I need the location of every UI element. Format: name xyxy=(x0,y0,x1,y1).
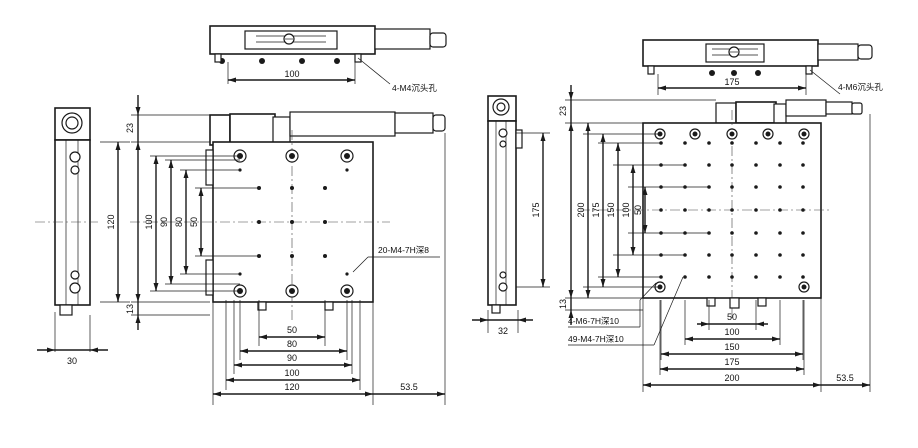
right-vdim-175: 175 xyxy=(591,202,601,217)
left-hdim-90: 90 xyxy=(287,353,297,363)
right-hdim-175: 175 xyxy=(724,357,739,367)
left-top-width-dim: 100 xyxy=(284,69,299,79)
right-labels: 175 4-M6沉头孔 175 32 23 13 200 175 150 100… xyxy=(498,77,883,383)
left-side-view xyxy=(35,107,108,353)
left-gap-top-dim: 23 xyxy=(125,123,135,133)
right-hole-note-2: 49-M4-7H深10 xyxy=(568,334,624,344)
right-front-view xyxy=(565,85,871,392)
right-side-width-dim: 32 xyxy=(498,326,508,336)
right-countersink-note: 4-M6沉头孔 xyxy=(838,82,883,92)
right-gap-bottom-dim: 13 xyxy=(558,299,568,309)
right-vdim-50: 50 xyxy=(633,205,643,215)
right-top-width-dim: 175 xyxy=(724,77,739,87)
left-hole-note: 20-M4-7H深8 xyxy=(378,245,429,255)
left-top-view xyxy=(209,25,447,85)
left-hdim-120: 120 xyxy=(284,382,299,392)
right-top-view xyxy=(642,39,873,95)
left-hdim-50: 50 xyxy=(287,325,297,335)
hole-grid xyxy=(659,141,805,279)
right-vdim-100: 100 xyxy=(621,202,631,217)
right-vdim-200: 200 xyxy=(576,202,586,217)
right-hdim-50: 50 xyxy=(727,312,737,322)
left-front-view xyxy=(100,95,446,405)
left-vdim-80: 80 xyxy=(174,217,184,227)
left-hdim-80: 80 xyxy=(287,339,297,349)
right-overhang-dim: 53.5 xyxy=(836,373,854,383)
left-labels: 100 4-M4沉头孔 120 30 23 13 100 90 80 50 20… xyxy=(67,69,437,392)
right-vdim-150: 150 xyxy=(606,202,616,217)
left-side-height-dim: 120 xyxy=(106,214,116,229)
left-gap-bottom-dim: 13 xyxy=(125,304,135,314)
left-vdim-90: 90 xyxy=(159,217,169,227)
left-vdim-100: 100 xyxy=(144,214,154,229)
right-stage-drawing xyxy=(472,39,873,392)
right-hdim-150: 150 xyxy=(724,342,739,352)
left-hdim-100: 100 xyxy=(284,368,299,378)
left-side-width-dim: 30 xyxy=(67,356,77,366)
right-hdim-100: 100 xyxy=(724,327,739,337)
right-hdim-200: 200 xyxy=(724,373,739,383)
right-hole-note-1: 4-M6-7H深10 xyxy=(568,316,619,326)
left-vdim-50: 50 xyxy=(189,217,199,227)
right-side-view xyxy=(472,95,550,333)
left-stage-drawing xyxy=(35,25,447,405)
right-side-height-dim: 175 xyxy=(531,202,541,217)
right-gap-top-dim: 23 xyxy=(558,106,568,116)
left-overhang-dim: 53.5 xyxy=(400,382,418,392)
left-countersink-note: 4-M4沉头孔 xyxy=(392,83,437,93)
